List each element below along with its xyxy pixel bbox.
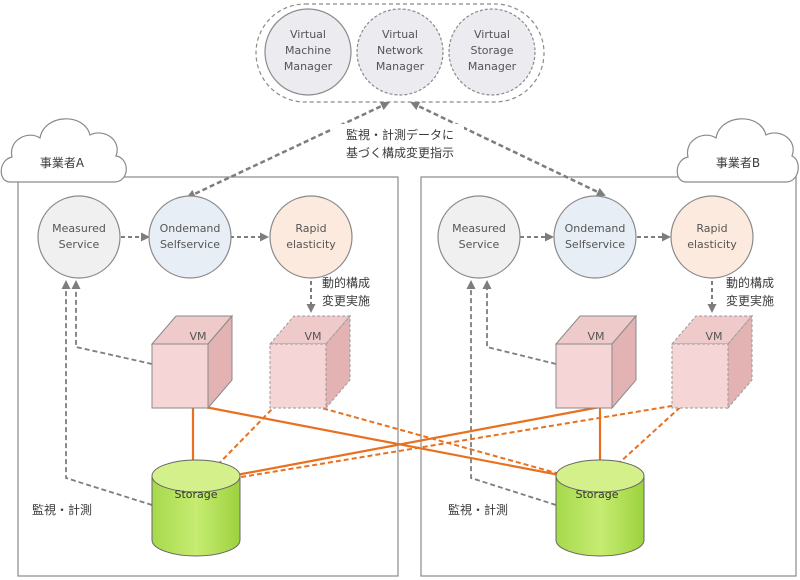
provider-a-content: Measured Service Ondemand Selfservice Ra… (32, 195, 370, 517)
vm-new-label-a: VM (304, 330, 321, 343)
ondemand-label-a-2: Selfservice (160, 238, 220, 251)
vm-cube-a-new: VM (268, 314, 352, 410)
reconfig-label-b-2: 変更実施 (726, 293, 774, 308)
vsm-line-1: Virtual (474, 28, 510, 41)
vm-cube-b: VM (554, 314, 638, 410)
vm-new-label-b: VM (705, 330, 722, 343)
rapid-label-b-1: Rapid (696, 222, 727, 235)
storage-label-a: Storage (174, 488, 217, 501)
monitor-line-b-vm (482, 280, 557, 365)
measured-label-a-1: Measured (52, 222, 106, 235)
ondemand-label-a-1: Ondemand (160, 222, 221, 235)
ondemand-node-b: Ondemand Selfservice (553, 195, 637, 279)
storage-cylinder-b: Storage (555, 459, 645, 557)
virtual-network-manager-node: Virtual Network Manager (356, 8, 444, 96)
vm-storage-links (191, 401, 697, 485)
vmm-line-1: Virtual (290, 28, 326, 41)
ondemand-node-a: Ondemand Selfservice (148, 195, 232, 279)
rapid-elasticity-node-a: Rapid elasticity (269, 195, 353, 279)
vm-cube-a: VM (150, 314, 234, 410)
instruction-arrow-b (410, 101, 606, 197)
center-label-line-1: 監視・計測データに (346, 127, 454, 142)
rapid-label-a-1: Rapid (295, 222, 326, 235)
measured-service-node-b: Measured Service (437, 195, 521, 279)
monitor-line-a-storage (61, 280, 153, 506)
virtual-machine-manager-node: Virtual Machine Manager (264, 8, 352, 96)
vsm-line-2: Storage (470, 44, 513, 57)
manager-group-border (255, 3, 545, 103)
vsm-line-3: Manager (468, 60, 517, 73)
vnm-line-2: Network (377, 44, 424, 57)
link-newvm-a-storage-a (198, 403, 278, 485)
measured-label-a-2: Service (59, 238, 100, 251)
monitor-label-b: 監視・計測 (448, 502, 508, 517)
vmm-line-2: Machine (285, 44, 331, 57)
vnm-line-1: Virtual (382, 28, 418, 41)
vnm-line-3: Manager (376, 60, 425, 73)
storage-cylinder-a: Storage (151, 459, 241, 557)
reconfig-label-a-1: 動的構成 (322, 275, 370, 290)
rapid-elasticity-node-b: Rapid elasticity (670, 195, 754, 279)
link-newvm-b-storage-a (198, 401, 697, 485)
vm-label-b: VM (587, 330, 604, 343)
measured-label-b-2: Service (459, 238, 500, 251)
instruction-arrow-a (186, 101, 390, 199)
reconfig-label-a-2: 変更実施 (322, 293, 370, 308)
manager-group: Virtual Machine Manager Virtual Network … (255, 3, 545, 103)
provider-a-name: 事業者A (40, 156, 85, 170)
reconfig-label-b-1: 動的構成 (726, 275, 774, 290)
rapid-label-b-2: elasticity (687, 238, 737, 251)
provider-b-content: Measured Service Ondemand Selfservice Ra… (437, 195, 774, 517)
provider-a-cloud: 事業者A (0, 118, 127, 183)
center-label-bg (332, 124, 464, 162)
link-newvm-b-storage-b (595, 401, 687, 485)
ondemand-label-b-2: Selfservice (565, 238, 625, 251)
rapid-label-a-2: elasticity (286, 238, 336, 251)
link-vm-b-storage-a (198, 405, 601, 484)
monitor-line-a-vm (71, 280, 153, 365)
virtual-storage-manager-node: Virtual Storage Manager (448, 8, 536, 96)
storage-label-b: Storage (575, 488, 618, 501)
monitor-line-b-storage (466, 280, 557, 506)
vmm-line-3: Manager (284, 60, 333, 73)
provider-b-name: 事業者B (716, 156, 760, 170)
center-label-line-2: 基づく構成変更指示 (346, 145, 454, 160)
monitor-label-a: 監視・計測 (32, 502, 92, 517)
ondemand-label-b-1: Ondemand (565, 222, 626, 235)
measured-service-node-a: Measured Service (37, 195, 121, 279)
vm-cube-b-new: VM (670, 314, 754, 410)
vm-label-a: VM (189, 330, 206, 343)
provider-b-cloud: 事業者B (676, 118, 799, 183)
measured-label-b-1: Measured (452, 222, 506, 235)
